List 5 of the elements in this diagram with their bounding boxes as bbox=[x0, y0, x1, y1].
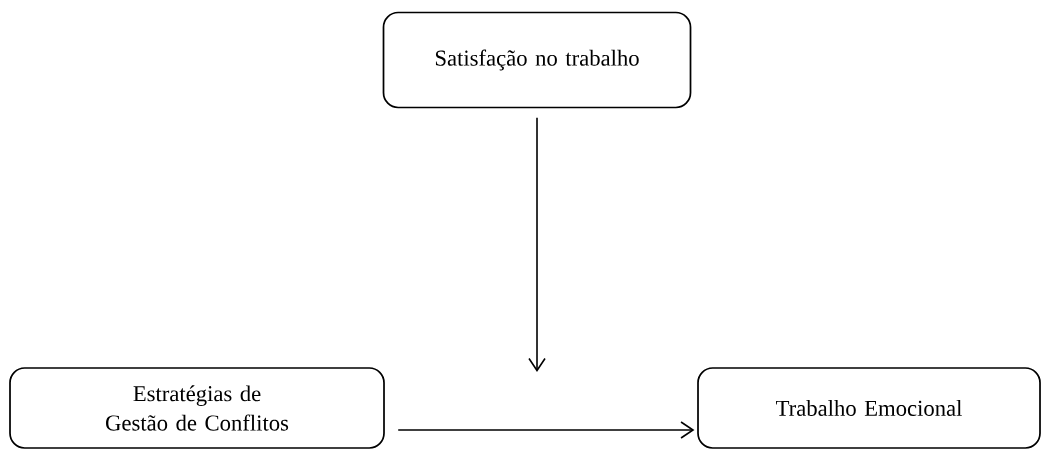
arrow bbox=[397, 421, 695, 439]
process-box: Estratégias de Gestão de Conflitos bbox=[9, 367, 385, 449]
process-box: Trabalho Emocional bbox=[697, 367, 1041, 449]
process-box: Satisfação no trabalho bbox=[382, 11, 692, 109]
arrow bbox=[528, 116, 546, 372]
